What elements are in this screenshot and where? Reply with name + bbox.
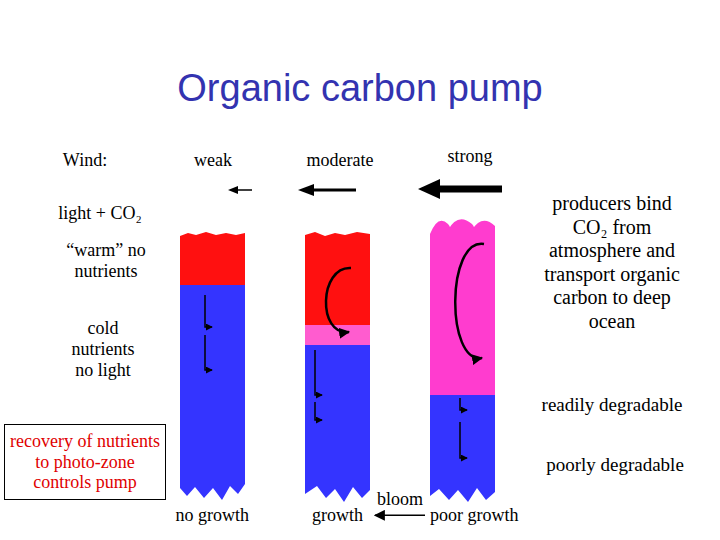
process-note: producers bind CO₂ from atmosphere and t… — [535, 192, 690, 334]
growth-arrow — [375, 515, 425, 517]
column-label: no growth — [176, 505, 250, 526]
edge-label: bloom — [375, 489, 425, 510]
wind-arrows — [228, 179, 502, 199]
wind-strength: strong — [430, 146, 510, 167]
water-column: growth — [305, 232, 370, 526]
strong-wind-arrow — [436, 186, 502, 193]
column-label: poor growth — [430, 505, 519, 526]
degradability-note: poorly degradable — [515, 454, 715, 476]
cold-layer — [430, 395, 495, 502]
water-column: no growth — [176, 232, 250, 526]
sinking-arrow — [205, 295, 212, 327]
cold-layer — [180, 285, 245, 500]
mixing-arrow — [455, 244, 484, 358]
water-column-drawing — [430, 212, 495, 502]
degradability-note: readily degradable — [512, 394, 712, 416]
note-text: recovery of nutrients to photo-zone cont… — [10, 431, 160, 493]
weak-wind-arrow — [236, 189, 252, 191]
cold-layer — [305, 345, 370, 502]
water-column-drawing — [305, 232, 370, 502]
warm-layer — [180, 232, 245, 285]
mixed-layer — [430, 219, 495, 395]
water-column: poor growth — [430, 212, 519, 526]
layer-note: cold nutrients no light — [61, 318, 146, 382]
sinking-arrow — [460, 398, 467, 410]
strong-wind-arrowhead — [418, 179, 440, 199]
layer-note: “warm” no nutrients — [51, 240, 161, 282]
wind-strength: moderate — [290, 150, 390, 171]
moderate-wind-arrowhead — [298, 184, 314, 196]
sinking-arrow — [315, 350, 322, 395]
warm-layer — [305, 232, 370, 325]
layer-note: light + CO₂ — [35, 203, 165, 224]
sinking-arrow — [205, 335, 212, 370]
mixing-arrow — [326, 268, 351, 332]
slide-title: Organic carbon pump — [0, 66, 720, 112]
moderate-wind-arrow — [312, 189, 356, 192]
sinking-arrow — [315, 402, 322, 420]
wind-heading: Wind: — [45, 150, 125, 171]
wind-strength: weak — [178, 150, 248, 171]
water-column-drawing — [180, 232, 245, 502]
weak-wind-arrowhead — [228, 186, 238, 194]
column-label: growth — [312, 505, 363, 526]
sinking-arrow — [460, 422, 467, 458]
note-box: recovery of nutrients to photo-zone cont… — [4, 424, 166, 500]
mixed-layer — [305, 325, 370, 345]
